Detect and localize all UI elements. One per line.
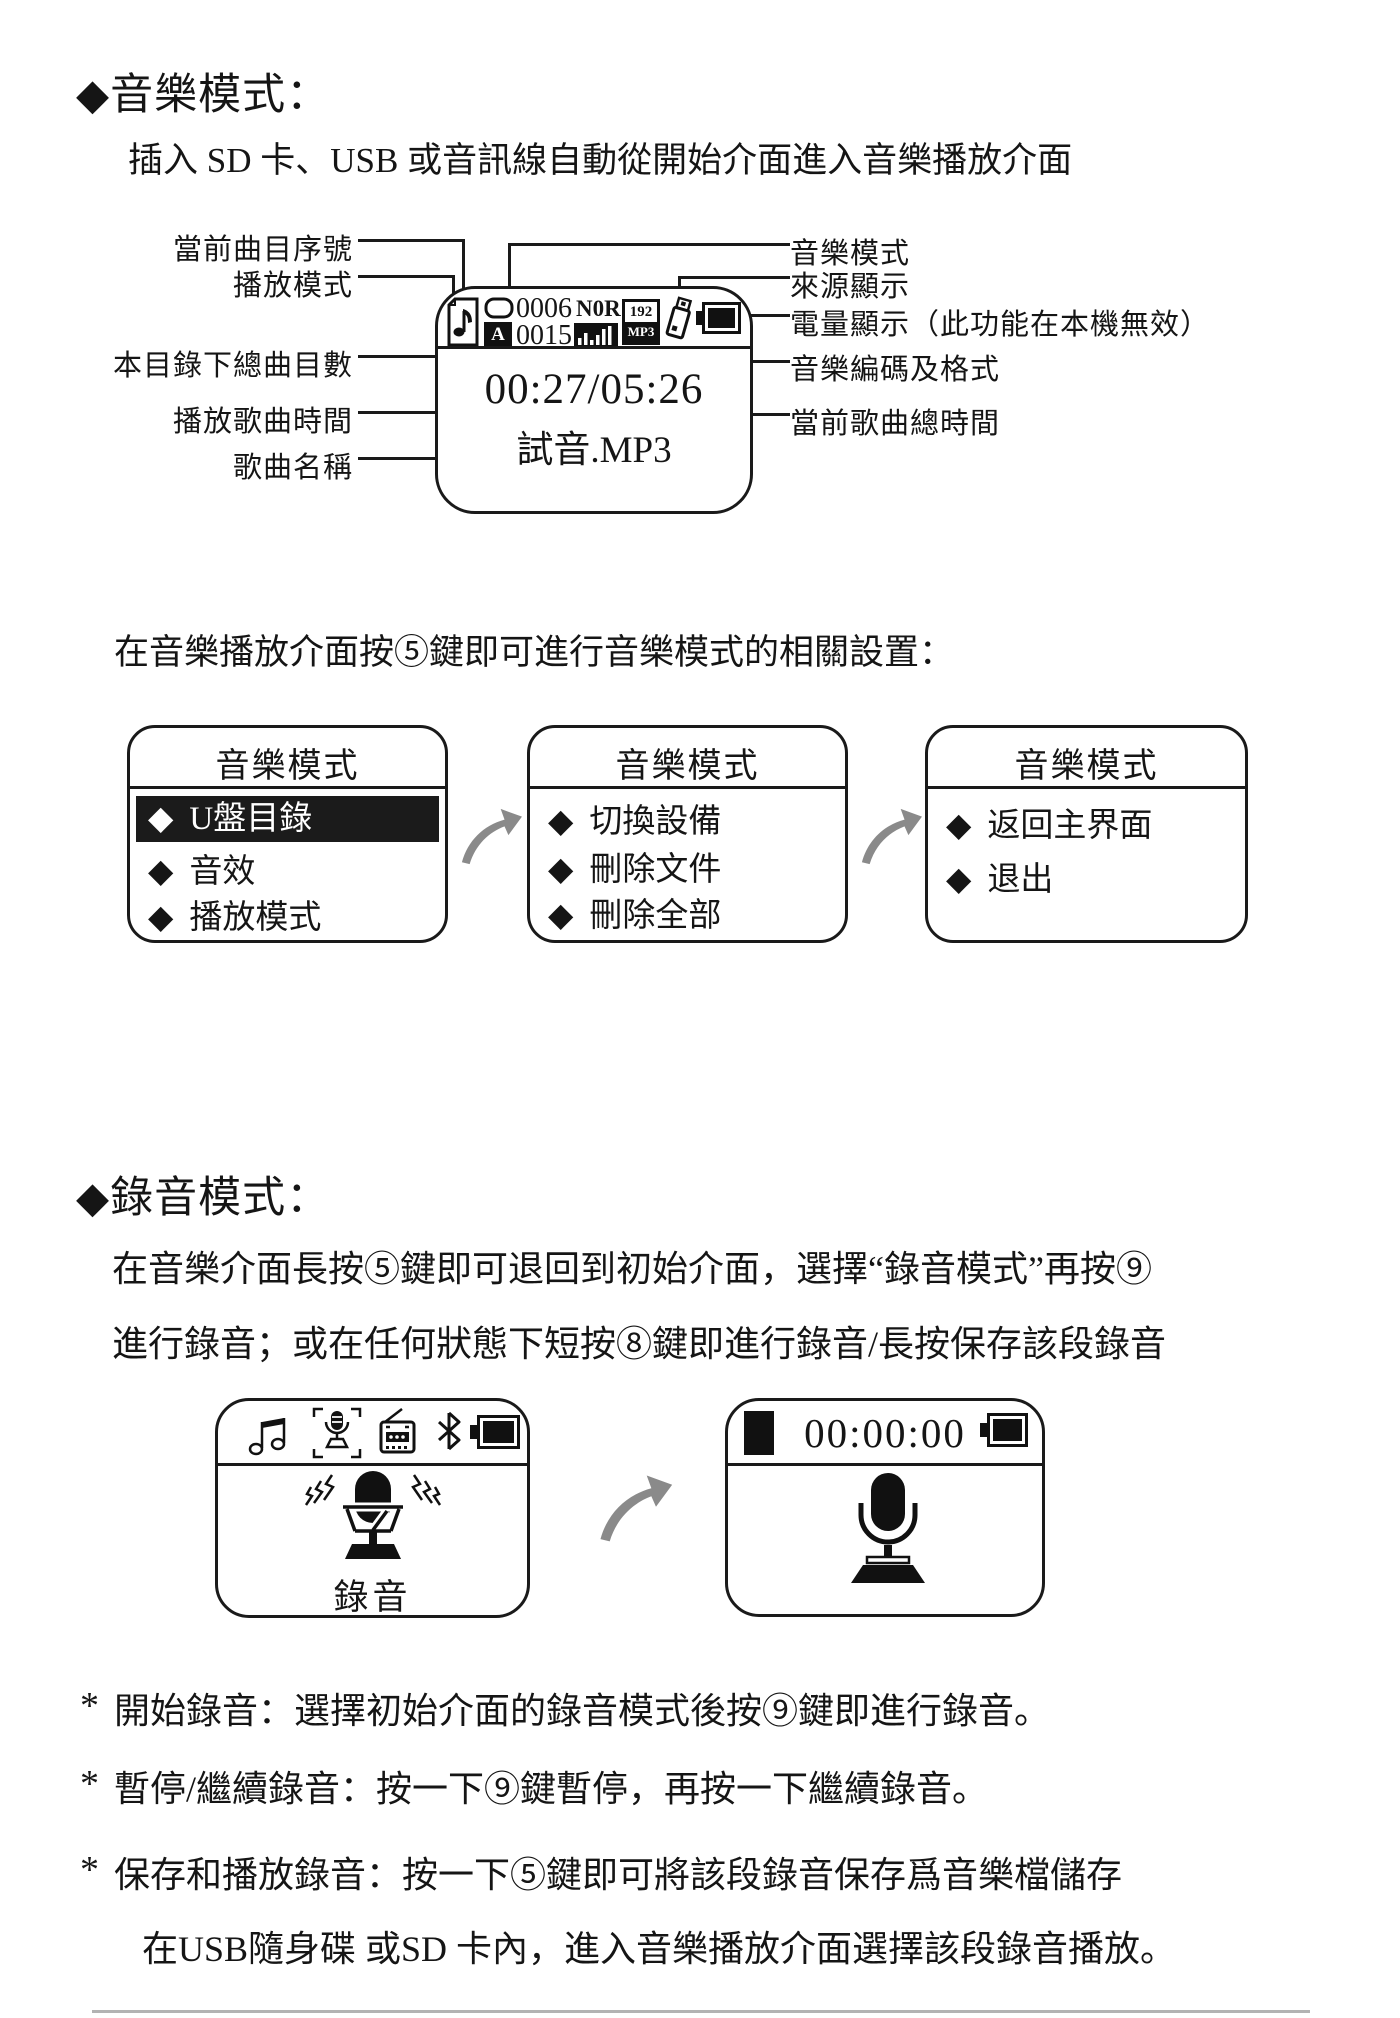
battery-icon	[696, 302, 741, 334]
diamond-bullet-icon: ◆	[946, 808, 972, 844]
record-intro-line2: 進行錄音；或在任何狀態下短按⑧鍵即進行錄音/長按保存該段錄音	[112, 1324, 1167, 1364]
music-mode-heading: ◆音樂模式：	[76, 72, 331, 119]
menu-item-delete-all: ◆刪除全部	[536, 894, 839, 938]
recording-screen: 00:00:00	[725, 1398, 1045, 1617]
page-bottom-rule	[92, 2010, 1310, 2013]
repeat-icon	[484, 297, 514, 319]
arrow-right-icon	[600, 1475, 673, 1542]
play-time-value: 00:27/05:26	[484, 366, 704, 413]
music-player-screen: A 0006 N0R 0015 192 MP3	[435, 286, 753, 514]
microphone-selected-icon	[312, 1407, 362, 1459]
play-mode-value: N0R	[576, 296, 621, 321]
record-timer-value: 00:00:00	[804, 1410, 966, 1456]
callout-line	[740, 314, 790, 317]
diamond-bullet-icon: ◆	[548, 852, 574, 888]
record-mode-heading: ◆錄音模式：	[76, 1175, 331, 1222]
bullet-save-play-line2: 在USB隨身碟 或SD 卡內，進入音樂播放介面選擇該段錄音播放。	[142, 1929, 1177, 1969]
callout-line	[508, 243, 790, 246]
diamond-bullet-icon: ◆	[148, 801, 174, 837]
menu-title: 音樂模式	[215, 748, 360, 785]
settings-note: 在音樂播放介面按⑤鍵即可進行音樂模式的相關設置：	[114, 633, 955, 672]
arrow-right-icon	[461, 808, 522, 865]
record-indicator-icon	[744, 1411, 774, 1455]
menu-title: 音樂模式	[1014, 748, 1159, 785]
bullet-star: *	[80, 1849, 99, 1891]
music-file-icon	[447, 297, 479, 347]
menu-screen-1: 音樂模式 ◆U盤目錄 ◆音效 ◆播放模式	[127, 725, 448, 943]
callout-line	[462, 239, 465, 301]
song-name-value: 試音.MP3	[516, 430, 672, 471]
music-mode-intro: 插入 SD 卡、USB 或音訊線自動從開始介面進入音樂播放介面	[128, 141, 1073, 180]
screen-divider	[218, 1463, 527, 1466]
total-tracks-value: 0015	[516, 320, 572, 351]
callout-song-name: 歌曲名稱	[232, 452, 353, 484]
callout-line	[358, 239, 464, 242]
microphone-stand-icon	[851, 1473, 925, 1583]
usb-drive-icon	[665, 296, 693, 340]
battery-icon	[980, 1413, 1028, 1447]
radio-icon	[379, 1408, 416, 1454]
format-value: MP3	[625, 322, 657, 342]
menu-item-usb-directory: ◆U盤目錄	[136, 796, 439, 842]
screen-divider	[438, 346, 750, 349]
menu-item-exit: ◆退出	[934, 858, 1239, 902]
bullet-star: *	[80, 1685, 99, 1727]
bullet-star: *	[80, 1763, 99, 1805]
diamond-bullet-icon: ◆	[946, 862, 972, 898]
codec-badge: 192 MP3	[622, 299, 660, 345]
callout-play-mode: 播放模式	[232, 270, 353, 302]
screen-divider	[928, 786, 1245, 789]
menu-item-switch-device: ◆切換設備	[536, 800, 839, 844]
diamond-bullet-icon: ◆	[148, 854, 174, 890]
menu-title: 音樂模式	[615, 748, 760, 785]
bullet-save-play-line1: 保存和播放錄音：按一下⑤鍵即可將該段錄音保存爲音樂檔儲存	[114, 1855, 1123, 1895]
diamond-bullet-icon: ◆	[548, 898, 574, 934]
record-standby-screen: 錄音	[215, 1398, 530, 1618]
callout-elapsed-time: 播放歌曲時間	[172, 406, 353, 438]
menu-item-delete-file: ◆刪除文件	[536, 848, 839, 892]
menu-item-return-main: ◆返回主界面	[934, 804, 1239, 848]
bullet-start-recording: 開始錄音：選擇初始介面的錄音模式後按⑨鍵即進行錄音。	[114, 1691, 1051, 1731]
callout-total-time: 當前歌曲總時間	[790, 408, 1001, 440]
callout-track-number: 當前曲目序號	[172, 234, 353, 266]
callout-music-mode: 音樂模式	[790, 238, 911, 270]
callout-total-tracks: 本目錄下總曲目數	[112, 350, 353, 382]
callout-battery-display: 電量顯示（此功能在本機無效）	[790, 309, 1211, 341]
record-label: 錄音	[333, 1578, 412, 1617]
bullet-pause-resume: 暫停/繼續錄音：按一下⑨鍵暫停，再按一下繼續錄音。	[114, 1769, 989, 1809]
callout-source-display: 來源顯示	[790, 271, 911, 303]
diamond-bullet-icon: ◆	[148, 900, 174, 936]
screen-divider	[530, 786, 845, 789]
menu-screen-2: 音樂模式 ◆切換設備 ◆刪除文件 ◆刪除全部	[527, 725, 848, 943]
music-notes-icon	[248, 1418, 286, 1456]
record-intro-line1: 在音樂介面長按⑤鍵即可退回到初始介面，選擇“錄音模式”再按⑨	[112, 1249, 1152, 1289]
battery-icon	[470, 1415, 520, 1449]
screen-divider	[130, 786, 445, 789]
track-number-value: 0006	[516, 293, 572, 324]
menu-item-play-mode: ◆播放模式	[136, 896, 439, 940]
bluetooth-icon	[437, 1411, 461, 1451]
recording-microphone-icon	[304, 1471, 442, 1559]
diamond-bullet-icon: ◆	[548, 804, 574, 840]
callout-line	[358, 275, 454, 278]
equalizer-icon	[574, 323, 618, 347]
play-mode-a-badge: A	[484, 322, 512, 347]
bitrate-value: 192	[625, 302, 657, 322]
callout-line	[452, 275, 455, 297]
menu-screen-3: 音樂模式 ◆返回主界面 ◆退出	[925, 725, 1248, 943]
arrow-right-icon	[861, 808, 922, 865]
callout-line	[508, 243, 511, 296]
menu-item-sound-effect: ◆音效	[136, 850, 439, 894]
callout-line	[678, 276, 790, 279]
screen-divider	[728, 1463, 1042, 1466]
callout-codec-format: 音樂編碼及格式	[790, 354, 1001, 386]
